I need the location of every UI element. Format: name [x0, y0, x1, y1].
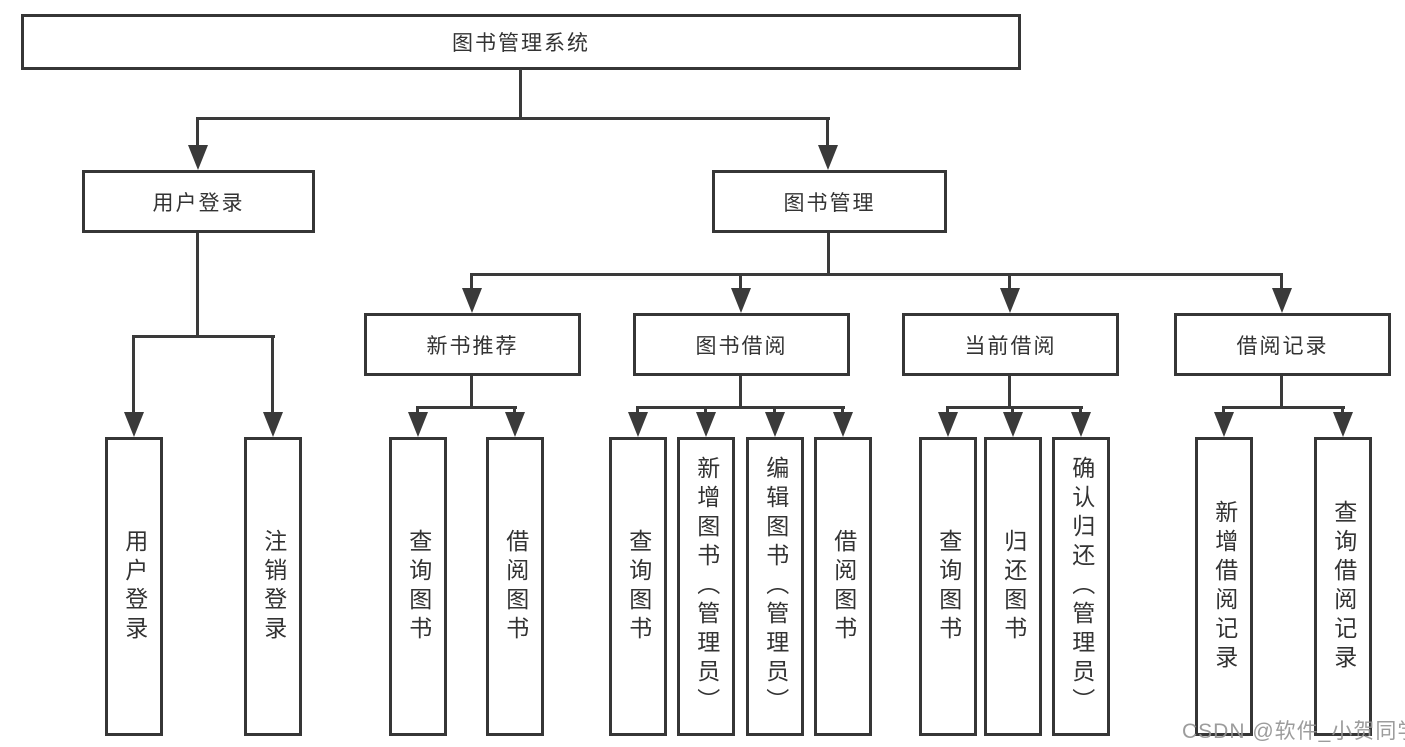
connector-drop-leaf-query-record [1341, 406, 1344, 415]
leaf-return-book-label: 归还图书 [1000, 528, 1027, 645]
leaf-add-book-admin-label: 新增图书（管理员） [693, 456, 720, 717]
connector-branch-level3 [470, 273, 1283, 276]
connector-stub-user-login [196, 233, 199, 338]
arrow-down-icon [124, 412, 144, 437]
connector-stub-book-management [827, 233, 830, 276]
leaf-user-login-label: 用户登录 [121, 528, 148, 645]
leaf-query-books-recommend: 查询图书 [389, 437, 447, 736]
arrow-down-icon [1003, 412, 1023, 437]
connector-branch-level2 [196, 117, 830, 120]
leaf-query-books-recommend-label: 查询图书 [405, 528, 432, 645]
arrow-down-icon [765, 412, 785, 437]
leaf-user-login: 用户登录 [105, 437, 163, 736]
node-root: 图书管理系统 [21, 14, 1021, 70]
node-book-borrowing: 图书借阅 [633, 313, 850, 376]
connector-branch-recommend-children [416, 406, 517, 409]
connector-drop-book-management [826, 117, 829, 148]
leaf-query-books-current-label: 查询图书 [935, 528, 962, 645]
node-new-book-recommend: 新书推荐 [364, 313, 581, 376]
arrow-down-icon [462, 288, 482, 313]
arrow-down-icon [505, 412, 525, 437]
leaf-query-books-borrowing-label: 查询图书 [625, 528, 652, 645]
connector-drop-user-login [196, 117, 199, 148]
leaf-query-borrow-record: 查询借阅记录 [1314, 437, 1372, 736]
arrow-down-icon [818, 145, 838, 170]
leaf-query-books-current: 查询图书 [919, 437, 977, 736]
leaf-confirm-return-admin: 确认归还（管理员） [1052, 437, 1110, 736]
connector-drop-new-book-recommend [470, 273, 473, 291]
arrow-down-icon [408, 412, 428, 437]
connector-drop-leaf-query-borrowing [636, 406, 639, 415]
arrow-down-icon [1000, 288, 1020, 313]
leaf-borrow-books-recommend: 借阅图书 [486, 437, 544, 736]
leaf-borrow-books-borrowing: 借阅图书 [814, 437, 872, 736]
connector-drop-leaf-borrow-borrowing [841, 406, 844, 415]
connector-branch-current-children [946, 406, 1083, 409]
node-new-book-recommend-label: 新书推荐 [426, 334, 519, 358]
leaf-add-borrow-record-label: 新增借阅记录 [1211, 499, 1238, 674]
connector-drop-current-borrowing [1008, 273, 1011, 291]
arrow-down-icon [696, 412, 716, 437]
connector-stub-book-borrowing [739, 376, 742, 409]
arrow-down-icon [628, 412, 648, 437]
arrow-down-icon [833, 412, 853, 437]
arrow-down-icon [731, 288, 751, 313]
connector-drop-leaf-edit-book [773, 406, 776, 415]
node-current-borrowing: 当前借阅 [902, 313, 1119, 376]
leaf-query-books-borrowing: 查询图书 [609, 437, 667, 736]
csdn-watermark: CSDN @软件_小贺同学 [1182, 720, 1405, 743]
arrow-down-icon [1071, 412, 1091, 437]
leaf-confirm-return-admin-label: 确认归还（管理员） [1068, 456, 1095, 717]
connector-drop-leaf-query-recommend [416, 406, 419, 415]
connector-drop-leaf-add-record [1222, 406, 1225, 415]
connector-drop-leaf-add-book [704, 406, 707, 415]
node-user-login-label: 用户登录 [152, 191, 245, 215]
connector-drop-borrowing-records [1280, 273, 1283, 291]
arrow-down-icon [188, 145, 208, 170]
arrow-down-icon [1333, 412, 1353, 437]
leaf-edit-book-admin-label: 编辑图书（管理员） [762, 456, 789, 717]
node-root-label: 图书管理系统 [452, 32, 590, 55]
leaf-add-borrow-record: 新增借阅记录 [1195, 437, 1253, 736]
arrow-down-icon [938, 412, 958, 437]
node-borrowing-records: 借阅记录 [1174, 313, 1391, 376]
node-borrowing-records-label: 借阅记录 [1236, 334, 1329, 358]
connector-drop-leaf-borrow-recommend [513, 406, 516, 415]
connector-drop-leaf-return-book [1011, 406, 1014, 415]
leaf-borrow-books-recommend-label: 借阅图书 [502, 528, 529, 645]
connector-stub-new-book-recommend [470, 376, 473, 409]
connector-stub-borrowing-records [1280, 376, 1283, 409]
leaf-borrow-books-borrowing-label: 借阅图书 [830, 528, 857, 645]
leaf-logout-label: 注销登录 [260, 528, 287, 645]
connector-drop-leaf-user-login [132, 335, 135, 415]
connector-branch-user-login-children [133, 335, 275, 338]
node-user-login: 用户登录 [82, 170, 315, 233]
connector-drop-leaf-confirm-return [1079, 406, 1082, 415]
connector-branch-borrowing-children [636, 406, 845, 409]
node-book-management-label: 图书管理 [783, 191, 876, 215]
leaf-return-book: 归还图书 [984, 437, 1042, 736]
node-current-borrowing-label: 当前借阅 [964, 334, 1057, 358]
connector-stub-root [519, 69, 522, 120]
connector-stub-current-borrowing [1008, 376, 1011, 409]
connector-drop-book-borrowing [739, 273, 742, 291]
arrow-down-icon [263, 412, 283, 437]
leaf-logout: 注销登录 [244, 437, 302, 736]
leaf-add-book-admin: 新增图书（管理员） [677, 437, 735, 736]
connector-branch-records-children [1222, 406, 1345, 409]
leaf-query-borrow-record-label: 查询借阅记录 [1330, 499, 1357, 674]
leaf-edit-book-admin: 编辑图书（管理员） [746, 437, 804, 736]
connector-drop-leaf-query-current [946, 406, 949, 415]
arrow-down-icon [1272, 288, 1292, 313]
arrow-down-icon [1214, 412, 1234, 437]
node-book-management: 图书管理 [712, 170, 947, 233]
node-book-borrowing-label: 图书借阅 [695, 334, 788, 358]
connector-drop-leaf-logout [271, 335, 274, 415]
